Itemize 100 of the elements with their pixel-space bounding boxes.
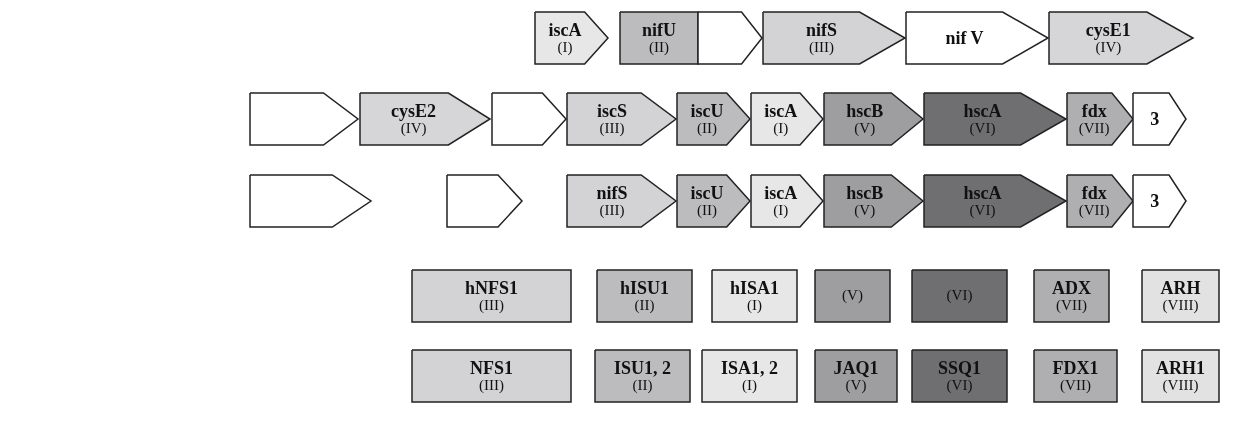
- gene-name: 3: [1150, 191, 1160, 211]
- gene-name: JAQ1: [833, 358, 879, 378]
- gene-block: [250, 175, 371, 227]
- gene-block: [924, 93, 1066, 145]
- group-numeral: (VII): [1078, 202, 1110, 219]
- group-numeral: (VII): [1078, 120, 1110, 137]
- gene-name: hscB: [846, 183, 884, 203]
- gene-block: [824, 93, 923, 145]
- gene-name: iscA: [764, 101, 798, 121]
- protein-box: [912, 270, 1007, 322]
- gene-block: [763, 12, 905, 64]
- gene-block: [535, 12, 608, 64]
- group-numeral: (II): [632, 377, 653, 394]
- gene-name: fdx: [1081, 183, 1107, 203]
- group-numeral: (VIII): [1162, 377, 1199, 394]
- protein-box: [412, 270, 571, 322]
- protein-box: [1142, 270, 1219, 322]
- group-numeral: (VII): [1060, 377, 1091, 394]
- group-numeral: (III): [479, 377, 504, 394]
- group-numeral: (III): [479, 297, 504, 314]
- gene-name: hscA: [963, 183, 1002, 203]
- group-numeral: (V): [854, 202, 876, 219]
- gene-name: ISU1, 2: [614, 358, 671, 378]
- group-numeral: (III): [599, 120, 625, 137]
- gene-block: [567, 175, 676, 227]
- gene-name: hISA1: [730, 278, 779, 298]
- group-numeral: (I): [773, 120, 789, 137]
- gene-name: FDX1: [1052, 358, 1099, 378]
- gene-name: iscA: [764, 183, 798, 203]
- gene-name: 3: [1150, 109, 1160, 129]
- group-numeral: (II): [649, 39, 669, 56]
- group-numeral: (II): [697, 202, 718, 219]
- gene-block: [1067, 93, 1133, 145]
- gene-name: ISA1, 2: [721, 358, 778, 378]
- group-numeral: (VII): [1056, 297, 1087, 314]
- group-numeral: (V): [845, 377, 867, 394]
- gene-block: [1133, 93, 1186, 145]
- gene-block: [492, 93, 566, 145]
- group-numeral: (II): [634, 297, 655, 314]
- protein-box: [595, 350, 690, 402]
- protein-box: [815, 350, 897, 402]
- gene-block: [751, 93, 823, 145]
- group-numeral: (III): [809, 39, 834, 56]
- gene-name: NFS1: [470, 358, 513, 378]
- gene-name: nifS: [806, 20, 837, 40]
- group-numeral: (I): [557, 39, 573, 56]
- gene-block: [906, 12, 1048, 64]
- group-numeral: (V): [842, 288, 863, 304]
- protein-box: [412, 350, 571, 402]
- gene-name: iscA: [548, 20, 582, 40]
- group-numeral: (VIII): [1162, 297, 1199, 314]
- group-numeral: (II): [697, 120, 718, 137]
- gene-block: [698, 12, 762, 64]
- gene-name: ADX: [1052, 278, 1091, 298]
- gene-name: ARH1: [1156, 358, 1205, 378]
- gene-name: hISU1: [620, 278, 669, 298]
- gene-name: ARH: [1160, 278, 1201, 298]
- gene-block: [250, 93, 358, 145]
- group-numeral: (IV): [1095, 39, 1122, 56]
- gene-block: [677, 93, 750, 145]
- gene-name: iscS: [596, 101, 627, 121]
- gene-name: hNFS1: [465, 278, 518, 298]
- gene-block: [360, 93, 490, 145]
- group-numeral: (VI): [946, 288, 973, 304]
- gene-block: [751, 175, 823, 227]
- protein-box: [702, 350, 797, 402]
- protein-box: [912, 350, 1007, 402]
- gene-name: fdx: [1081, 101, 1107, 121]
- group-numeral: (V): [854, 120, 876, 137]
- gene-name: cysE1: [1085, 20, 1131, 40]
- protein-box: [1034, 270, 1109, 322]
- gene-name: nif V: [945, 28, 984, 48]
- gene-name: nifU: [642, 20, 676, 40]
- gene-name: iscU: [690, 101, 724, 121]
- group-numeral: (VI): [969, 120, 996, 137]
- gene-name: cysE2: [391, 101, 437, 121]
- protein-box: [815, 270, 890, 322]
- group-numeral: (I): [742, 377, 757, 394]
- group-numeral: (I): [747, 297, 762, 314]
- protein-box: [1034, 350, 1117, 402]
- gene-name: iscU: [690, 183, 724, 203]
- gene-block: [924, 175, 1066, 227]
- protein-box: [1142, 350, 1219, 402]
- gene-name: hscB: [846, 101, 884, 121]
- protein-box: [620, 12, 698, 64]
- gene-name: hscA: [963, 101, 1002, 121]
- gene-block: [1049, 12, 1193, 64]
- gene-block: [1067, 175, 1133, 227]
- gene-block: [677, 175, 750, 227]
- gene-name: nifS: [596, 183, 628, 203]
- protein-box: [712, 270, 797, 322]
- group-numeral: (IV): [400, 120, 427, 137]
- group-numeral: (VI): [969, 202, 996, 219]
- gene-name: SSQ1: [938, 358, 981, 378]
- gene-block: [1133, 175, 1186, 227]
- gene-block: [447, 175, 522, 227]
- group-numeral: (VI): [946, 377, 973, 394]
- protein-box: [597, 270, 692, 322]
- gene-block: [567, 93, 676, 145]
- group-numeral: (III): [599, 202, 625, 219]
